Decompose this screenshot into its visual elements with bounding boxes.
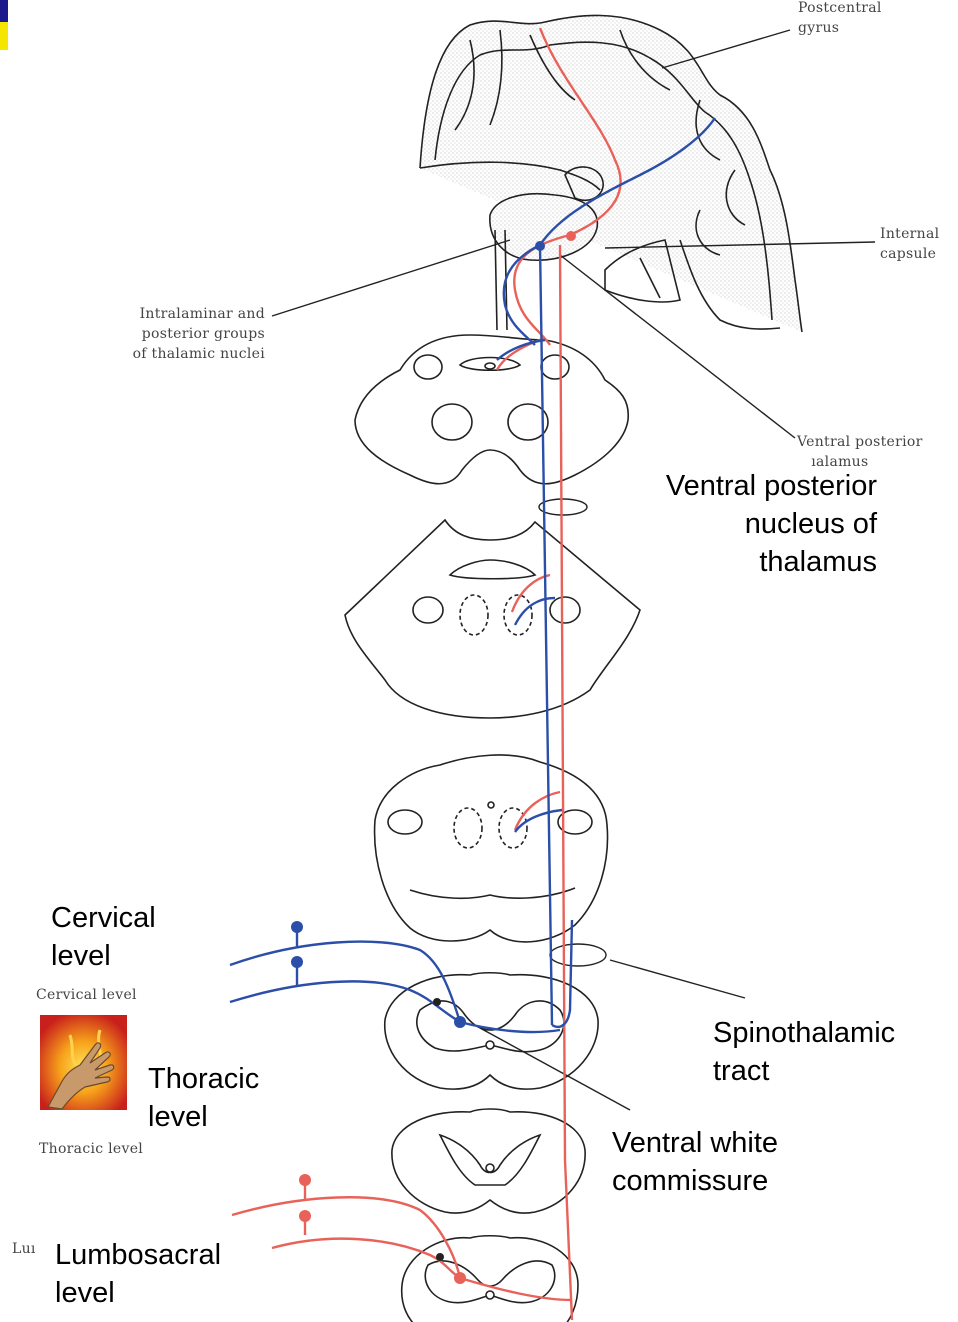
thoracic-level-label: Thoracic level xyxy=(148,1063,260,1133)
burning-hand-icon xyxy=(40,1015,127,1110)
thoracic-level-small-label: Thoracic level xyxy=(39,1141,144,1157)
lateral-wall xyxy=(679,239,781,330)
thalamus-outline xyxy=(489,192,599,261)
gyrus-fold-1 xyxy=(454,39,475,131)
cervical-level-label: Cervical level xyxy=(51,902,156,972)
intralaminar-label: Intralaminar and posterior groups of tha… xyxy=(132,306,265,362)
corpus-callosum xyxy=(419,161,601,191)
pointer-lines xyxy=(271,29,876,1111)
cortex-inner xyxy=(434,41,773,321)
gyrus-fold-6 xyxy=(725,169,746,226)
slide-accent-bar-yellow xyxy=(0,22,8,50)
ventral-posterior-nucleus-label: Ventral posterior nucleus of thalamus xyxy=(665,470,877,578)
lumbosacral-small-label: Luı xyxy=(12,1241,36,1257)
slide-accent-bar xyxy=(0,0,8,22)
lentiform-inner xyxy=(639,257,661,299)
cervical-level-small-label: Cervical level xyxy=(36,987,137,1003)
gyrus-fold-7 xyxy=(695,209,721,256)
ventricle xyxy=(564,166,604,202)
cervical-cord-section xyxy=(384,971,599,1090)
gyrus-fold-3 xyxy=(529,34,576,101)
lumbosacral-cord-section xyxy=(400,1234,579,1322)
spinothalamic-tract-label: Spinothalamic tract xyxy=(713,1017,896,1087)
lumbosacral-level-label: Lumbosacral level xyxy=(55,1239,222,1309)
lentiform xyxy=(604,239,681,303)
pons-section xyxy=(344,518,641,719)
medulla-section xyxy=(373,754,609,943)
gyrus-fold-2 xyxy=(489,29,503,126)
internal-capsule-label: Internal capsule xyxy=(880,226,940,262)
midline-left xyxy=(494,229,498,331)
ventral-posterior-small-label: Ventral posterior ıalamus xyxy=(797,434,923,470)
thoracic-cord-section xyxy=(391,1108,586,1214)
gyrus-fold-4 xyxy=(619,29,671,91)
midbrain-section xyxy=(354,334,630,485)
cortex-outline xyxy=(419,14,803,333)
blue-pathway xyxy=(229,117,716,1034)
brain-coronal-section xyxy=(419,14,803,333)
ventral-white-commissure-label: Ventral white commissure xyxy=(612,1127,779,1197)
pathway-nodes xyxy=(291,231,576,1284)
postcentral-gyrus-label: Postcentral gyrus xyxy=(798,0,882,36)
